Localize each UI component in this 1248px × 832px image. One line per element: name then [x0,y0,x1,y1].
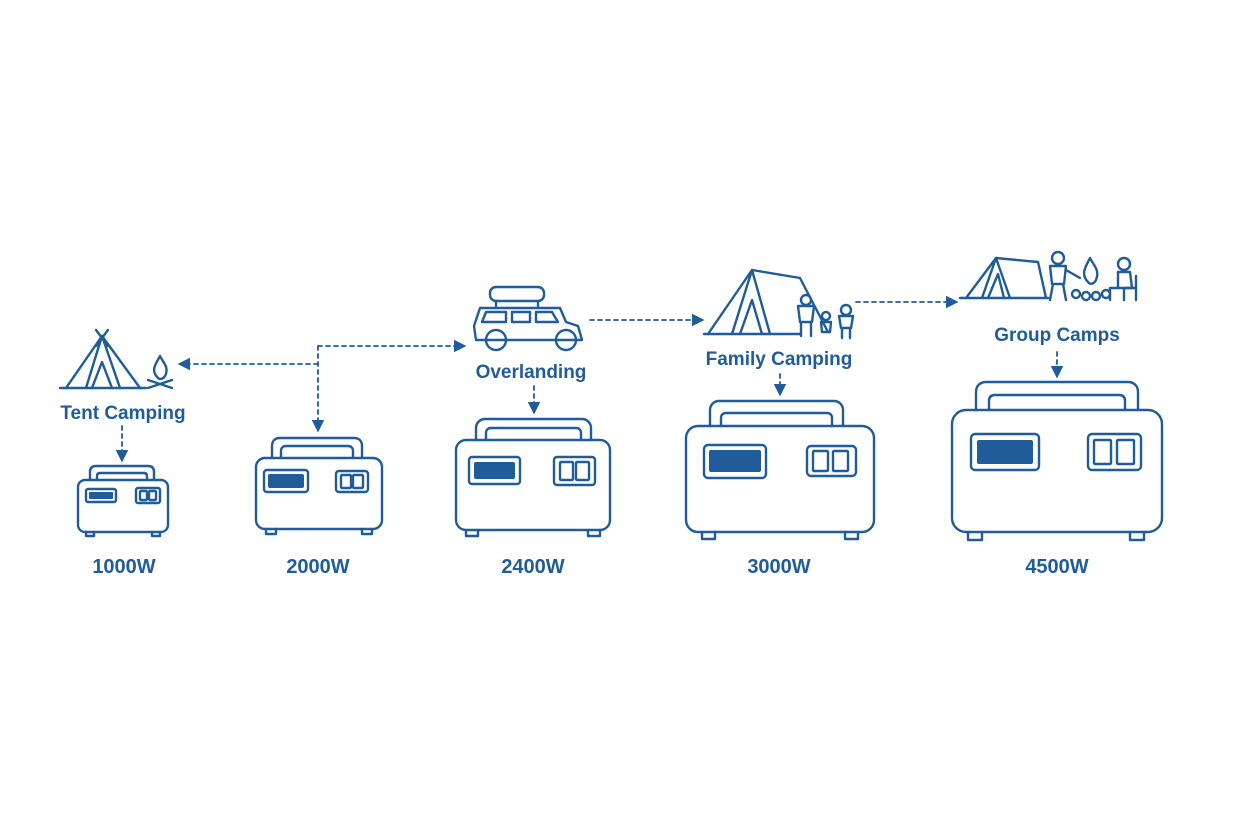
power-station-1000w [76,464,170,538]
display-2000w [268,474,304,488]
connector-lines [115,295,1064,463]
power-station-2400w [454,417,612,538]
wattage-label-1000w: 1000W [92,556,155,578]
teepee-campfire-icon [58,328,174,390]
use-case-label-group-camps: Group Camps [994,325,1120,346]
wattage-label-3000w: 3000W [747,556,810,578]
use-case-label-overlanding: Overlanding [476,362,587,383]
power-station-2000w [254,436,384,536]
wattage-label-2400w: 2400W [501,556,564,578]
display-4500w [977,440,1033,464]
use-case-label-tent-camping: Tent Camping [60,403,185,424]
use-case-label-family-camping: Family Camping [706,349,853,370]
display-1000w [89,492,113,499]
power-station-4500w [950,380,1164,542]
wattage-label-4500w: 4500W [1025,556,1088,578]
display-3000w [709,450,761,472]
tent-family-icon [702,268,855,340]
power-station-3000w [684,399,876,541]
group-campfire-icon [958,250,1138,302]
display-screens [89,440,1033,499]
wattage-label-2000w: 2000W [286,556,349,578]
display-2400w [474,462,515,479]
suv-roof-box-icon [472,285,584,352]
